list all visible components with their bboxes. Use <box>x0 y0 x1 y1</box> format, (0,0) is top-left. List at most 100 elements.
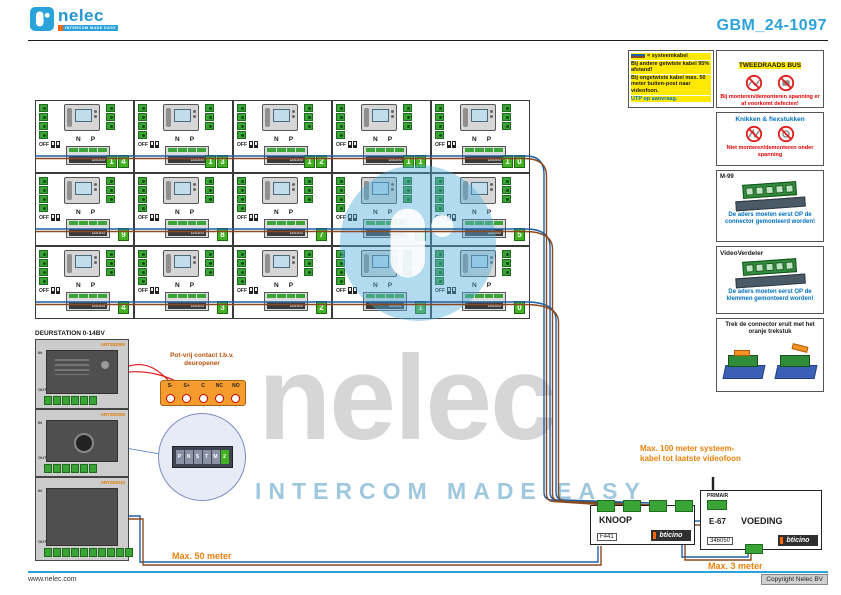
module-code: ART353000 <box>100 342 125 347</box>
orange-pull-tab <box>791 343 809 354</box>
nelec-logo-icon <box>30 7 54 31</box>
handset <box>265 108 270 127</box>
prohibition-icons <box>720 125 820 143</box>
monitor-screen <box>174 182 191 195</box>
unit-number-badge: 9 <box>118 228 129 241</box>
handset <box>166 254 171 273</box>
pin-P: P <box>175 450 184 464</box>
monitor-buttons <box>94 110 97 118</box>
monitor-buttons <box>292 183 295 191</box>
flex-box-title: Knikken & flexstukken <box>735 116 805 123</box>
bticino-adapter: bticino <box>264 292 308 311</box>
pin-S: S <box>193 450 202 464</box>
potvrij-terminal-C: C <box>195 382 211 404</box>
adapter-terminals <box>168 221 206 225</box>
connector-body <box>780 355 810 368</box>
handset <box>67 254 72 273</box>
dip-switch-blocks <box>51 287 60 294</box>
bticino-brand-label: bticino <box>465 302 503 309</box>
bticino-adapter: bticino <box>264 219 308 238</box>
bticino-brand-label: bticino <box>267 156 305 163</box>
monitor-screen <box>75 255 92 268</box>
bticino-adapter: bticino <box>363 146 407 165</box>
module-front-panel <box>46 488 118 546</box>
tweedraads-bus-box: TWEEDRAADS BUS Bij monteren/demonteren s… <box>716 50 824 108</box>
bticino-adapter: bticino <box>165 219 209 238</box>
website-text: www.nelec.com <box>28 576 77 583</box>
bticino-adapter: bticino <box>165 292 209 311</box>
connector-base <box>735 196 806 212</box>
module-in-label: IN <box>38 420 42 425</box>
knoop-terminals <box>597 500 693 512</box>
bticino-brand-label: bticino <box>69 229 107 236</box>
terminal-strip <box>237 177 246 212</box>
bticino-brand-label: bticino <box>168 302 206 309</box>
terminal-strip <box>205 104 214 130</box>
monitor-buttons <box>193 256 196 264</box>
connector-instruction-box: M-99 De aders moeten eerst OP de connect… <box>716 170 824 242</box>
monitor-buttons <box>292 110 295 118</box>
terminal-strip <box>39 104 48 139</box>
bticino-brand-label: bticino <box>69 156 107 163</box>
bticino-brand-label: bticino <box>168 156 206 163</box>
tagline-orange-block <box>58 25 63 31</box>
door-station: DEURSTATION 0-14BV ART353000 IN OUT ART3… <box>35 330 133 561</box>
pull-connector-graphic <box>774 339 818 380</box>
terminal-strip <box>502 250 511 276</box>
terminal-strip <box>502 104 511 130</box>
potvrij-terminal-S+: S+ <box>178 382 194 404</box>
module-terminals <box>44 548 133 557</box>
connector-base <box>774 365 818 380</box>
prohibition-icons <box>720 74 820 92</box>
power-supply-device: PRIMAIR E-67 VOEDING 346050 bticino <box>700 490 822 554</box>
adapter-terminals <box>465 148 503 152</box>
no-bend-icon <box>745 74 763 92</box>
header-rule <box>28 40 828 41</box>
adapter-terminals <box>366 148 404 152</box>
bticino-adapter: bticino <box>66 219 110 238</box>
monitor-screen <box>174 109 191 122</box>
connector-body <box>742 181 798 199</box>
knoop-device: KNOOP F441 bticino <box>590 500 695 545</box>
module-out-label: OUT <box>38 387 47 392</box>
cable-legend-box: = systeemkabel Bij andere getwiste kabel… <box>628 50 714 108</box>
monitor-buttons <box>490 183 493 191</box>
dip-switch: OFF <box>138 214 159 221</box>
dip-switch-blocks <box>249 214 258 221</box>
max-3-meter-label: Max. 3 meter <box>708 561 763 571</box>
legend-line-1: = systeemkabel <box>631 53 711 60</box>
dip-switch-blocks <box>150 214 159 221</box>
bus-box-warning: Bij monteren/demonteren spanning er af v… <box>720 94 820 107</box>
terminal-strip <box>304 177 313 203</box>
green-connector-graphic <box>734 258 806 289</box>
dip-switch: OFF <box>39 214 60 221</box>
bticino-adapter: bticino <box>165 146 209 165</box>
logo-tagline: INTERCOM MADE EASY <box>63 25 119 31</box>
handset <box>166 108 171 127</box>
unit-number-badge: 2 <box>316 301 327 314</box>
dip-switch: OFF <box>138 287 159 294</box>
handset <box>364 108 369 127</box>
pull-note: Trek de connector eruit met het oranje t… <box>725 322 815 336</box>
mains-terminal <box>707 500 727 510</box>
video-monitor <box>163 104 199 131</box>
pin-green-badge: 2 <box>220 450 229 464</box>
screw-terminal <box>214 394 224 403</box>
dip-switch-blocks <box>348 141 357 148</box>
screw-terminal <box>198 394 208 403</box>
connector-note: De aders moeten eerst OP de connector ge… <box>724 212 815 226</box>
voeding-code: 346050 <box>707 537 734 545</box>
unit-number-badge: 4 <box>118 301 129 314</box>
terminal-strip <box>403 104 412 130</box>
